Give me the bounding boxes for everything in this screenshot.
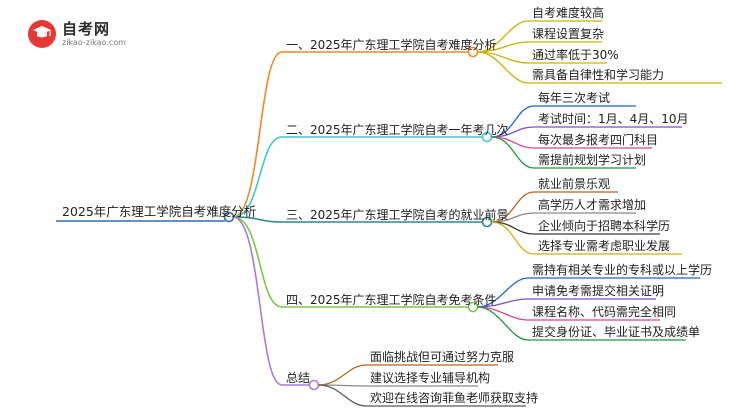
branch-4-leaf-4: 提交身份证、毕业证书及成绩单: [532, 325, 701, 339]
logo-site-name: 自考网: [62, 20, 111, 38]
branch-3-connector: [232, 216, 283, 223]
graduation-cap-icon: [28, 20, 56, 48]
branch-4-leaf-4-connector: [477, 306, 529, 341]
branch-2-connector: [232, 136, 283, 218]
branch-3-leaf-2: 高学历人才需求增加: [538, 198, 647, 212]
branch-1-leaf-4: 需具备自律性和学习能力: [532, 68, 665, 82]
branch-3-label: 三、2025年广东理工学院自考的就业前景: [286, 208, 509, 222]
branch-1-leaf-1: 自考难度较高: [532, 6, 605, 20]
branch-5-leaf-2: 建议选择专业辅导机构: [370, 371, 491, 385]
branch-5-connector: [232, 216, 283, 386]
branch-2-leaf-4-connector: [491, 136, 535, 169]
branch-2-leaf-1: 每年三次考试: [538, 91, 611, 105]
branch-2-label: 二、2025年广东理工学院自考一年考几次: [286, 123, 509, 137]
site-logo[interactable]: 自考网 zikao-zikao.com: [28, 18, 148, 50]
branch-3-leaf-4: 选择专业需考虑职业发展: [538, 239, 671, 253]
branch-4-label: 四、2025年广东理工学院自考免考条件: [286, 293, 497, 307]
root-node: [223, 211, 235, 223]
branch-1-leaf-3: 通过率低于30%: [532, 48, 619, 62]
branch-4-connector: [232, 216, 283, 308]
branch-3-leaf-3: 企业倾向于招聘本科学历: [538, 219, 671, 233]
branch-2-leaf-4: 需提前规划学习计划: [538, 153, 647, 167]
branch-1-connector: [232, 51, 283, 218]
branch-4-leaf-2: 申请免考需提交相关证明: [532, 284, 665, 298]
branch-3-leaf-3-connector: [491, 221, 535, 235]
logo-site-url: zikao-zikao.com: [62, 38, 126, 47]
branch-4-leaf-3: 课程名称、代码需完全相同: [532, 305, 677, 319]
branch-4-leaf-1: 需持有相关专业的专科或以上学历: [532, 263, 713, 277]
branch-5-leaf-3: 欢迎在线咨询菲鱼老师获取支持: [370, 391, 539, 405]
branch-5-label: 总结: [286, 371, 311, 385]
branch-5-node: [308, 379, 320, 391]
branch-1-label: 一、2025年广东理工学院自考难度分析: [286, 38, 497, 52]
branch-3-leaf-4-connector: [491, 221, 535, 255]
branch-2-leaf-2: 考试时间：1月、4月、10月: [538, 112, 689, 126]
root-node-label: 2025年广东理工学院自考难度分析: [62, 204, 257, 219]
branch-2-leaf-3: 每次最多报考四门科目: [538, 133, 659, 147]
branch-5-leaf-1: 面临挑战但可通过努力克服: [370, 350, 515, 364]
branch-3-leaf-1: 就业前景乐观: [538, 177, 611, 191]
branch-5-leaf-1-connector: [318, 364, 367, 386]
branch-1-leaf-4-connector: [477, 51, 529, 84]
branch-1-leaf-2: 课程设置复杂: [532, 27, 605, 41]
branch-5-leaf-3-connector: [318, 384, 367, 407]
